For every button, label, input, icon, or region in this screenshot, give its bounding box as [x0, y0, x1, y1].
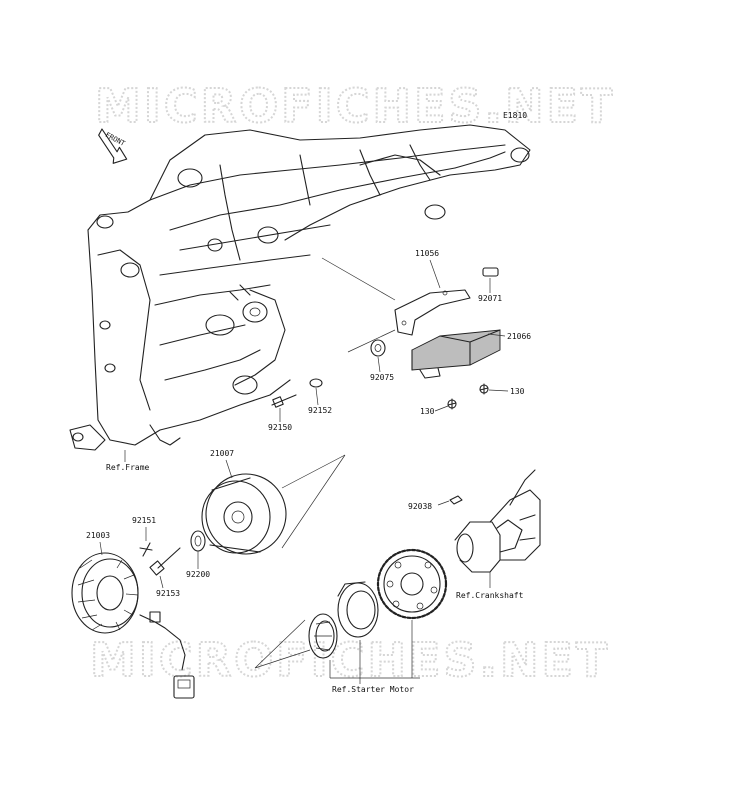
- label-130-left: 130: [420, 407, 435, 416]
- regulator-assembly: [321, 257, 501, 410]
- label-92075: 92075: [370, 373, 394, 382]
- front-arrow-label: FRONT: [104, 131, 127, 148]
- rotor-21007: [201, 473, 287, 555]
- label-21007: 21007: [210, 449, 234, 458]
- bolt-92153: [149, 547, 181, 576]
- label-92153: 92153: [156, 589, 180, 598]
- label-92200: 92200: [186, 570, 210, 579]
- bolt-92150-and-washer-92152: [271, 378, 323, 408]
- label-92150: 92150: [268, 423, 292, 432]
- label-92071: 92071: [478, 294, 502, 303]
- crankshaft-illustration: [454, 469, 541, 573]
- watermark-bottom: MICROFICHES.NET: [90, 633, 610, 687]
- bolt-92151: [139, 542, 153, 557]
- ref-starter-motor-label: Ref.Starter Motor: [332, 685, 414, 694]
- label-11056: 11056: [415, 249, 439, 258]
- starter-motor-leader-lines: [329, 620, 420, 684]
- ref-frame-label: Ref.Frame: [106, 463, 150, 472]
- label-130-right: 130: [510, 387, 525, 396]
- label-92152: 92152: [308, 406, 332, 415]
- label-21003: 21003: [86, 531, 110, 540]
- label-92038: 92038: [408, 502, 432, 511]
- front-arrow-icon: FRONT: [98, 128, 128, 164]
- washer-92200: [190, 530, 206, 552]
- ref-crankshaft-label: Ref.Crankshaft: [456, 591, 524, 600]
- key-92038: [449, 495, 463, 505]
- diagram-code: E1810: [503, 111, 527, 120]
- frame-illustration: [69, 124, 531, 451]
- stator-21003: [71, 552, 195, 699]
- label-92151: 92151: [132, 516, 156, 525]
- watermark-top: MICROFICHES.NET: [95, 79, 615, 133]
- label-21066: 21066: [507, 332, 531, 341]
- starter-clutch-parts: [308, 548, 448, 659]
